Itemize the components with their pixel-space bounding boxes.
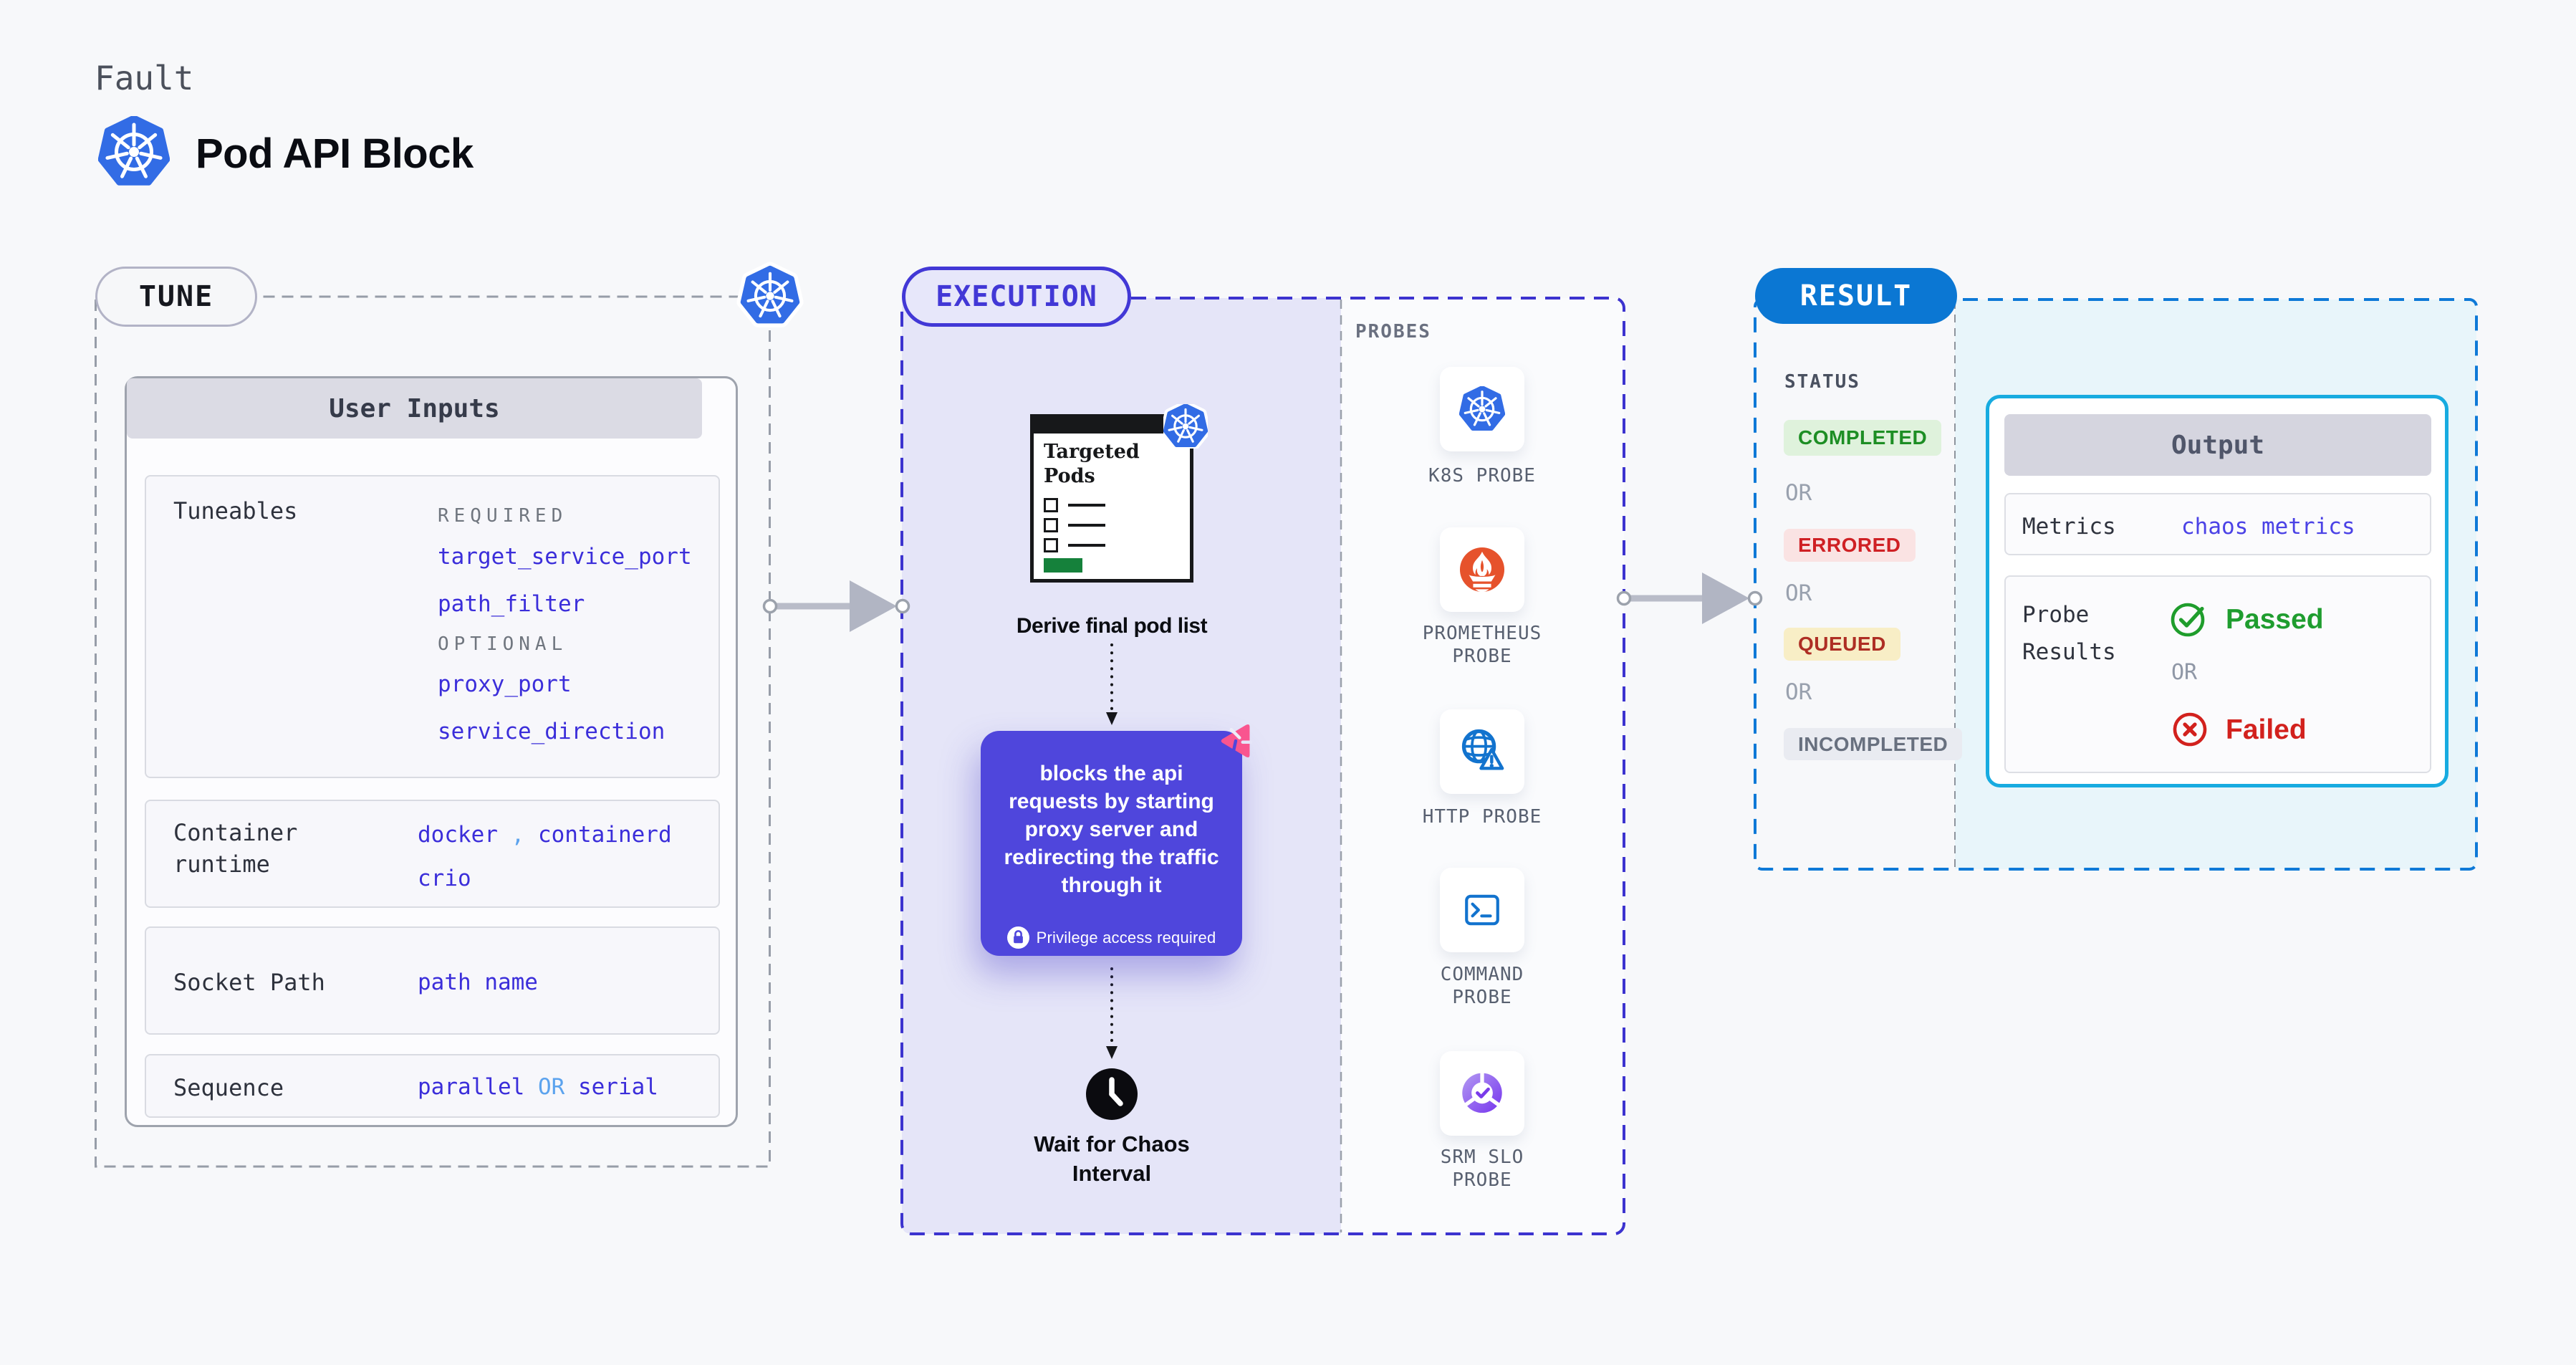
container-runtime-label: Container runtime xyxy=(173,819,298,878)
checklist-line xyxy=(1068,504,1105,507)
user-inputs-card: User Inputs Tuneables REQUIRED target_se… xyxy=(125,376,738,1127)
status-badge-queued: QUEUED xyxy=(1784,628,1900,661)
checkbox-icon xyxy=(1044,498,1058,512)
check-circle-icon xyxy=(2171,603,2205,637)
probe-card-http xyxy=(1440,709,1524,794)
tuneables-label: Tuneables xyxy=(173,497,298,525)
probe-label-http: HTTP PROBE xyxy=(1422,806,1542,828)
or-separator: OR xyxy=(1785,480,1812,506)
probe-card-k8s xyxy=(1440,367,1524,451)
connector-execution-to-result xyxy=(1616,573,1763,624)
or-separator: OR xyxy=(1785,679,1812,705)
result-section-pill: RESULT xyxy=(1755,268,1957,324)
green-bar xyxy=(1044,558,1082,573)
socket-path-value: path name xyxy=(418,969,538,995)
probe-label-prometheus: PROMETHEUS PROBE xyxy=(1422,623,1542,667)
probe-card-command xyxy=(1440,868,1524,952)
sequence-label: Sequence xyxy=(173,1074,284,1101)
or-separator: OR xyxy=(2171,660,2198,685)
terminal-icon xyxy=(1465,894,1499,926)
status-title: STATUS xyxy=(1784,371,1860,393)
flow-arrow-derive-to-action xyxy=(1106,643,1118,725)
probe-results-label: Probe Results xyxy=(2022,602,2116,665)
checkbox-icon xyxy=(1044,518,1058,532)
value-serial: serial xyxy=(564,1074,658,1100)
privilege-text: Privilege access required xyxy=(1036,928,1216,947)
kubernetes-icon xyxy=(98,116,170,188)
kubernetes-icon xyxy=(743,268,797,320)
probe-label-k8s: K8S PROBE xyxy=(1428,465,1536,487)
litmus-chaos-icon xyxy=(1221,724,1252,757)
probe-card-srm-slo xyxy=(1440,1051,1524,1136)
targeted-pods-clipboard: Targeted Pods xyxy=(1030,414,1193,583)
value-containerd: containerd xyxy=(537,822,672,848)
execution-section-pill: EXECUTION xyxy=(902,267,1131,327)
value-crio: crio xyxy=(418,866,471,891)
metrics-label: Metrics xyxy=(2022,514,2116,540)
value-separator: , xyxy=(497,822,538,848)
tuneables-row: Tuneables REQUIRED target_service_port p… xyxy=(145,475,720,778)
tune-section-pill: TUNE xyxy=(95,267,257,327)
connector-tune-to-execution xyxy=(762,580,910,632)
or-separator: OR xyxy=(1785,580,1812,606)
checklist-line xyxy=(1068,524,1105,527)
sequence-value: parallel OR serial xyxy=(418,1072,658,1102)
clock-icon xyxy=(1086,1068,1138,1120)
required-label: REQUIRED xyxy=(438,505,568,527)
probe-label-command: COMMAND PROBE xyxy=(1440,964,1524,1008)
probes-title: PROBES xyxy=(1355,321,1431,343)
metrics-row: Metrics chaos metrics xyxy=(2004,493,2431,555)
status-badge-incompleted: INCOMPLETED xyxy=(1784,728,1963,760)
param-proxy-port: proxy_port xyxy=(438,671,572,697)
value-docker: docker xyxy=(418,822,498,848)
derive-pod-list-step: Derive final pod list xyxy=(1016,614,1208,638)
privilege-row: Privilege access required xyxy=(981,926,1242,949)
lock-icon xyxy=(1006,926,1029,949)
socket-path-row: Socket Path path name xyxy=(145,926,720,1035)
output-title: Output xyxy=(2004,414,2431,476)
wait-chaos-interval-step: Wait for Chaos Interval xyxy=(1034,1131,1190,1186)
metrics-value: chaos metrics xyxy=(2181,514,2355,540)
user-inputs-title: User Inputs xyxy=(127,378,702,439)
slo-donut-check-icon xyxy=(1462,1071,1502,1113)
param-target-service-port: target_service_port xyxy=(438,544,692,570)
clipboard-title: Targeted Pods xyxy=(1044,441,1140,487)
checklist-line xyxy=(1068,544,1105,547)
kubernetes-icon xyxy=(1459,386,1505,432)
output-card: Output Metrics chaos metrics Probe Resul… xyxy=(1986,395,2448,787)
status-badge-errored: ERRORED xyxy=(1784,529,1916,562)
param-path-filter: path_filter xyxy=(438,591,585,617)
socket-path-label: Socket Path xyxy=(173,969,325,996)
value-or: OR xyxy=(537,1074,565,1100)
fault-action-text: blocks the api requests by starting prox… xyxy=(1004,762,1219,897)
value-parallel: parallel xyxy=(418,1074,538,1100)
container-runtime-row: Container runtime docker , containerd cr… xyxy=(145,800,720,908)
prometheus-icon xyxy=(1459,547,1505,593)
flow-arrow-action-to-wait xyxy=(1106,967,1118,1059)
kubernetes-icon xyxy=(1163,404,1208,449)
probe-label-srm-slo: SRM SLO PROBE xyxy=(1440,1146,1524,1191)
checkbox-icon xyxy=(1044,538,1058,552)
x-circle-icon xyxy=(2173,712,2207,747)
fault-eyebrow: Fault xyxy=(95,59,194,97)
http-globe-warning-icon xyxy=(1461,729,1504,770)
page-title: Pod API Block xyxy=(196,130,474,177)
probe-card-prometheus xyxy=(1440,527,1524,612)
param-service-direction: service_direction xyxy=(438,719,665,744)
failed-label: Failed xyxy=(2226,714,2307,745)
sequence-row: Sequence parallel OR serial xyxy=(145,1054,720,1118)
status-badge-completed: COMPLETED xyxy=(1784,420,1942,456)
passed-label: Passed xyxy=(2226,604,2324,635)
optional-label: OPTIONAL xyxy=(438,633,568,655)
container-runtime-values: docker , containerd xyxy=(418,820,672,850)
fault-action-box: blocks the api requests by starting prox… xyxy=(981,731,1242,956)
probe-results-row: Probe Results Passed OR Failed xyxy=(2004,575,2431,773)
